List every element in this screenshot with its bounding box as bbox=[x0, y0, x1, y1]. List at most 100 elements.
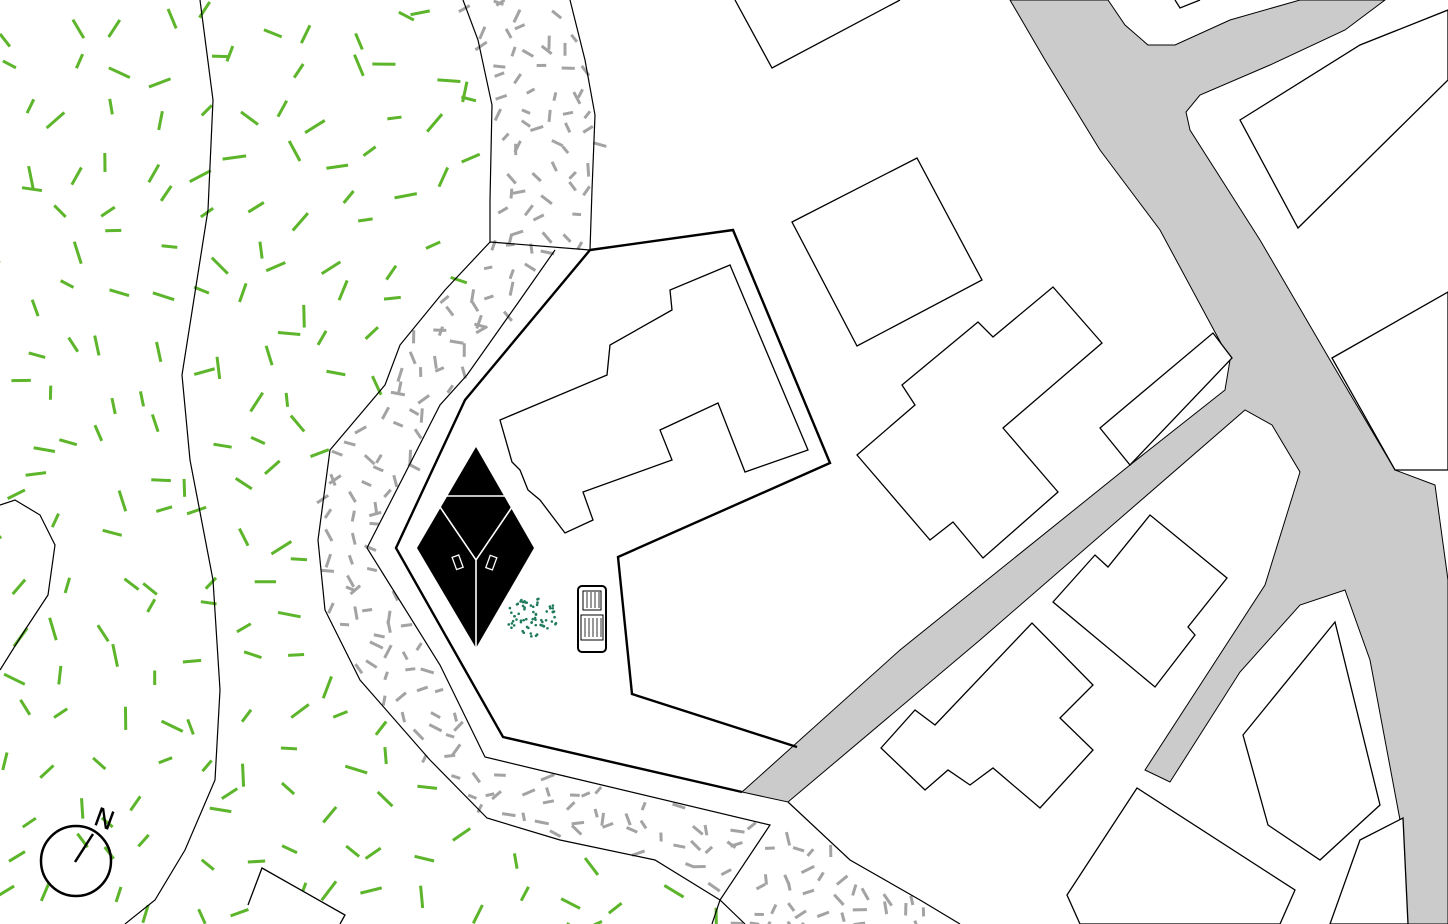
gravel-mark bbox=[570, 33, 579, 43]
grass-mark bbox=[117, 490, 128, 512]
grass-mark bbox=[182, 478, 187, 497]
gravel-mark bbox=[491, 790, 502, 801]
gravel-mark bbox=[458, 4, 471, 14]
grass-mark bbox=[663, 884, 685, 899]
gravel-mark bbox=[816, 910, 830, 918]
gravel-mark bbox=[475, 325, 489, 335]
grass-mark bbox=[353, 54, 365, 77]
gravel-mark bbox=[417, 394, 431, 405]
gravel-mark bbox=[354, 663, 364, 675]
grass-mark bbox=[264, 345, 274, 366]
tree-dot bbox=[551, 610, 555, 614]
tree-dot bbox=[517, 612, 520, 616]
gravel-mark bbox=[540, 773, 555, 782]
grass-mark bbox=[107, 19, 122, 38]
grass-mark bbox=[215, 356, 222, 380]
gravel-mark bbox=[531, 172, 542, 183]
grass-mark bbox=[360, 886, 383, 895]
gravel-mark bbox=[534, 819, 550, 826]
grass-mark bbox=[220, 787, 239, 800]
gravel-mark bbox=[383, 671, 389, 681]
gravel-mark bbox=[551, 9, 563, 20]
grass-mark bbox=[150, 413, 160, 433]
tree-dot bbox=[545, 610, 549, 613]
grass-mark bbox=[211, 54, 229, 59]
plot-boundary bbox=[394, 228, 832, 794]
grass-mark bbox=[376, 790, 394, 808]
grass-mark bbox=[2, 59, 17, 70]
gravel-mark bbox=[368, 510, 382, 518]
grass-mark bbox=[72, 241, 83, 265]
building bbox=[1066, 787, 1296, 924]
grass-mark bbox=[28, 351, 46, 359]
gravel-mark bbox=[381, 695, 387, 706]
gravel-mark bbox=[383, 644, 393, 659]
tree-dot bbox=[510, 622, 514, 625]
main-building bbox=[499, 264, 809, 534]
grass-mark bbox=[385, 264, 398, 281]
grass-mark bbox=[322, 805, 338, 824]
grass-mark bbox=[63, 577, 72, 594]
grass-mark bbox=[209, 806, 232, 814]
grass-mark bbox=[186, 718, 195, 735]
gravel-mark bbox=[672, 802, 686, 810]
tree-dot bbox=[536, 598, 539, 601]
grass-mark bbox=[426, 113, 444, 133]
building bbox=[247, 867, 346, 924]
gravel-mark bbox=[373, 501, 379, 514]
grass-mark bbox=[155, 341, 163, 363]
gravel-mark bbox=[362, 608, 373, 613]
gravel-mark bbox=[532, 213, 545, 222]
grass-mark bbox=[302, 304, 306, 328]
grass-mark bbox=[289, 414, 306, 433]
grass-mark bbox=[383, 295, 401, 301]
building bbox=[734, 0, 901, 69]
grass-mark bbox=[410, 9, 431, 17]
gravel-mark bbox=[323, 508, 333, 519]
grass-mark bbox=[155, 505, 173, 513]
tree-dot bbox=[551, 606, 555, 610]
gravel-mark bbox=[800, 864, 815, 875]
gravel-mark bbox=[786, 920, 792, 924]
tree-icon bbox=[507, 597, 558, 638]
gravel-mark bbox=[386, 620, 392, 634]
tree-dot bbox=[544, 618, 548, 622]
building bbox=[1052, 514, 1228, 688]
gravel-mark bbox=[512, 189, 526, 195]
grass-mark bbox=[247, 201, 265, 214]
tree-dot bbox=[523, 608, 526, 611]
grass-mark bbox=[146, 598, 157, 613]
gravel-mark bbox=[493, 108, 503, 122]
grass-mark bbox=[344, 764, 368, 775]
gravel-mark bbox=[689, 839, 702, 852]
grass-mark bbox=[45, 111, 66, 130]
grass-mark bbox=[250, 435, 266, 445]
grass-mark bbox=[157, 110, 164, 131]
grass-mark bbox=[258, 241, 264, 259]
grass-mark bbox=[394, 192, 418, 200]
gravel-mark bbox=[391, 590, 399, 602]
grass-mark bbox=[1, 752, 9, 771]
gravel-mark bbox=[452, 712, 459, 722]
gravel-mark bbox=[524, 262, 537, 272]
grass-mark bbox=[383, 746, 388, 765]
gravel-mark bbox=[373, 633, 385, 639]
gravel-mark bbox=[576, 241, 584, 251]
tree-dot bbox=[536, 601, 539, 604]
grass-mark bbox=[240, 708, 253, 723]
grass-mark bbox=[276, 99, 289, 118]
grass-mark bbox=[332, 710, 349, 719]
grass-mark bbox=[374, 720, 388, 736]
grass-mark bbox=[166, 8, 178, 29]
gravel-mark bbox=[331, 449, 343, 457]
gravel-mark bbox=[570, 824, 583, 836]
grass-mark bbox=[342, 190, 355, 204]
gravel-mark bbox=[350, 510, 356, 522]
tree-dot bbox=[525, 625, 529, 629]
tree-dot bbox=[534, 623, 538, 627]
grass-mark bbox=[50, 512, 60, 528]
grass-mark bbox=[198, 1, 211, 19]
tree-dot bbox=[522, 618, 525, 622]
gravel-mark bbox=[513, 73, 523, 85]
grass-mark bbox=[93, 424, 104, 442]
